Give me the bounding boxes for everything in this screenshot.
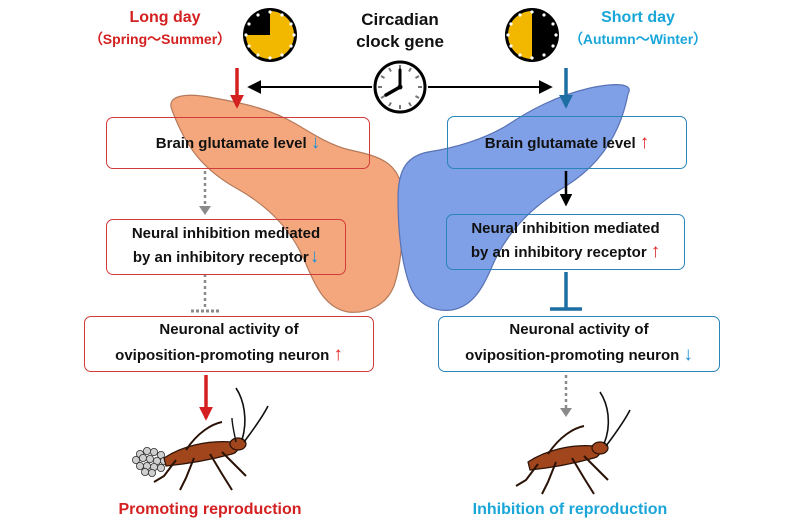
- clock-gene-title-line2: clock gene: [356, 32, 444, 51]
- right-outcome-label: Inhibition of reproduction: [472, 501, 668, 518]
- left-activity-line1: Neuronal activity of: [159, 321, 299, 339]
- short-day-subtitle: （Autumn～Winter）: [568, 31, 708, 47]
- right-glutamate-arrow: ↑: [639, 131, 650, 153]
- left-activity-arrow: ↑: [333, 344, 343, 366]
- right-activity-box: Neuronal activity of oviposition-promoti…: [438, 316, 720, 372]
- left-glutamate-text: Brain glutamate level: [155, 135, 307, 153]
- left-inhibition-line1: Neural inhibition mediated: [131, 225, 321, 243]
- right-activity-line2: oviposition-promoting neuron: [465, 347, 680, 365]
- left-dotted-inhibition: [191, 274, 219, 313]
- analog-clock-icon: [373, 60, 427, 114]
- left-glutamate-arrow: ↓: [310, 132, 321, 154]
- left-outcome-label: Promoting reproduction: [118, 501, 302, 518]
- left-inhibition-arrow: ↓: [309, 246, 320, 268]
- brain-left-lobe: [170, 94, 404, 313]
- left-glutamate-box: Brain glutamate level↓: [106, 117, 370, 169]
- left-activity-box: Neuronal activity of oviposition-promoti…: [84, 316, 374, 372]
- insect-icon: [515, 391, 631, 495]
- clock-short-day-icon: [505, 8, 559, 62]
- left-inhibition-box: Neural inhibition mediated by an inhibit…: [106, 219, 346, 275]
- long-day-title: Long day: [129, 9, 201, 26]
- right-inhibition-line2: by an inhibitory receptor: [470, 244, 647, 262]
- right-inhibition-box: Neural inhibition mediated by an inhibit…: [446, 214, 685, 270]
- left-activity-line2: oviposition-promoting neuron: [115, 347, 330, 365]
- right-activity-arrow: ↓: [683, 344, 693, 366]
- insect-with-eggs-icon: [131, 387, 269, 491]
- brain-right-lobe: [397, 84, 630, 311]
- left-inhibition-line2: by an inhibitory receptor: [132, 249, 309, 267]
- left-dotted-arrow: [199, 171, 211, 215]
- right-activity-line1: Neuronal activity of: [509, 321, 649, 339]
- right-inhibition-arrow: ↑: [650, 241, 661, 263]
- right-glutamate-box: Brain glutamate level↑: [447, 116, 687, 169]
- clock-gene-title-line1: Circadian: [361, 10, 439, 29]
- short-day-title: Short day: [601, 9, 675, 26]
- right-inhibition-line1: Neural inhibition mediated: [471, 220, 660, 238]
- right-dotted-arrow: [560, 375, 572, 417]
- right-inhibition-bar: [550, 272, 582, 311]
- clock-long-day-icon: [243, 8, 297, 62]
- long-day-subtitle: （Spring～Summer）: [88, 31, 232, 47]
- right-glutamate-text: Brain glutamate level: [484, 134, 636, 152]
